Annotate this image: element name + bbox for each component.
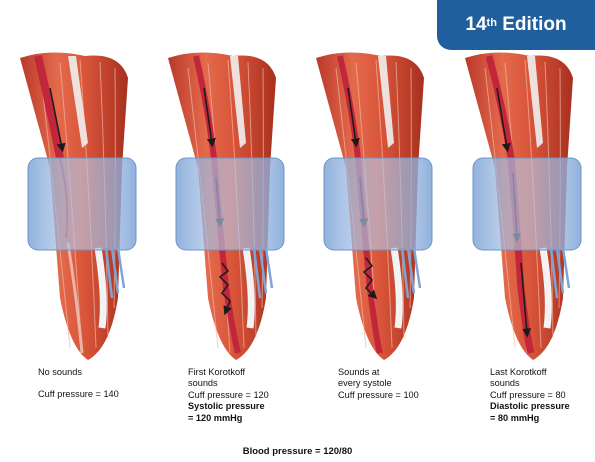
caption-title: No sounds [38, 367, 178, 378]
caption-title: Last Korotkoff [490, 367, 595, 378]
pressure-cuff [324, 158, 432, 250]
arm-illustration [10, 48, 160, 368]
diastolic-pressure-value: = 80 mmHg [490, 413, 595, 424]
cuff-pressure-label: Cuff pressure = 100 [338, 390, 478, 401]
panel-every-systole [306, 48, 456, 368]
systolic-pressure-value: = 120 mmHg [188, 413, 328, 424]
diastolic-pressure-label: Diastolic pressure [490, 401, 595, 412]
pressure-cuff [28, 158, 136, 250]
edition-suffix: th [487, 17, 497, 29]
caption-subtitle: sounds [188, 378, 328, 389]
panel-no-sounds [10, 48, 160, 368]
pressure-cuff [176, 158, 284, 250]
caption-subtitle: every systole [338, 378, 478, 389]
caption-last-korotkoff: Last Korotkoff sounds Cuff pressure = 80… [490, 367, 595, 424]
caption-first-korotkoff: First Korotkoff sounds Cuff pressure = 1… [188, 367, 328, 424]
edition-word: Edition [502, 14, 566, 36]
caption-no-sounds: No sounds Cuff pressure = 140 [38, 367, 178, 401]
arm-illustration [306, 48, 456, 368]
caption-title: Sounds at [338, 367, 478, 378]
cuff-pressure-label: Cuff pressure = 140 [38, 389, 178, 400]
panel-last-korotkoff [455, 48, 595, 368]
cuff-pressure-label: Cuff pressure = 80 [490, 390, 595, 401]
blood-pressure-summary: Blood pressure = 120/80 [0, 446, 595, 457]
caption-subtitle: sounds [490, 378, 595, 389]
panel-first-korotkoff [158, 48, 308, 368]
caption-spacer [38, 378, 178, 389]
pressure-cuff [473, 158, 581, 250]
systolic-pressure-label: Systolic pressure [188, 401, 328, 412]
edition-number: 14 [465, 14, 486, 36]
cuff-pressure-label: Cuff pressure = 120 [188, 390, 328, 401]
arm-illustration [455, 48, 595, 368]
arm-illustration [158, 48, 308, 368]
caption-title: First Korotkoff [188, 367, 328, 378]
caption-every-systole: Sounds at every systole Cuff pressure = … [338, 367, 478, 401]
